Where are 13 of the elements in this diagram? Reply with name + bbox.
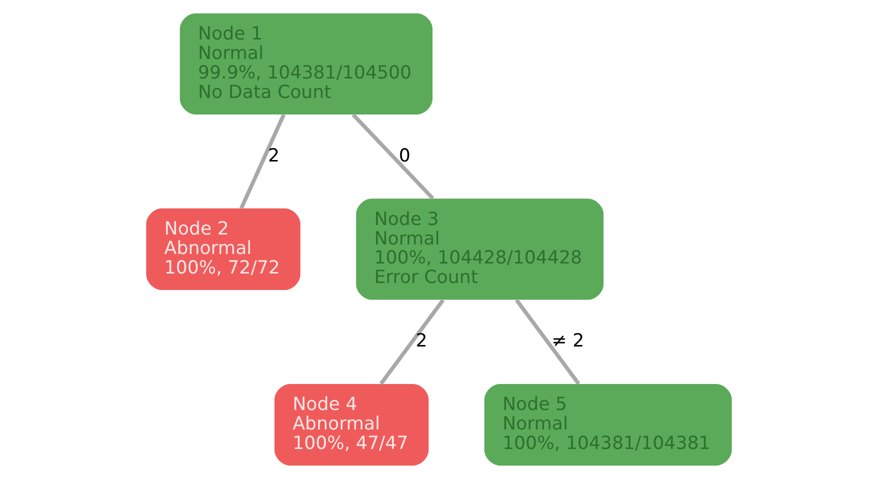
edge-label: 2 bbox=[415, 330, 427, 352]
edge-label: 0 bbox=[398, 145, 410, 166]
node-box: Node 3 Normal 100%, 104428/104428 Error Count bbox=[356, 198, 604, 300]
node-box: Node 5 Normal 100%, 104381/104381 bbox=[484, 384, 732, 466]
edge-label: ≠ 2 bbox=[551, 330, 584, 352]
connector bbox=[514, 298, 580, 385]
node-box: Node 4 Abnormal 100%, 47/47 bbox=[274, 384, 428, 466]
node-box: Node 2 Abnormal 100%, 72/72 bbox=[146, 208, 300, 290]
edge-label: 2 bbox=[268, 145, 280, 166]
connector bbox=[351, 113, 434, 200]
connector bbox=[239, 114, 286, 210]
connector bbox=[378, 298, 444, 385]
node-box: Node 1 Normal 99.9%, 104381/104500 No Data Count bbox=[179, 13, 432, 114]
